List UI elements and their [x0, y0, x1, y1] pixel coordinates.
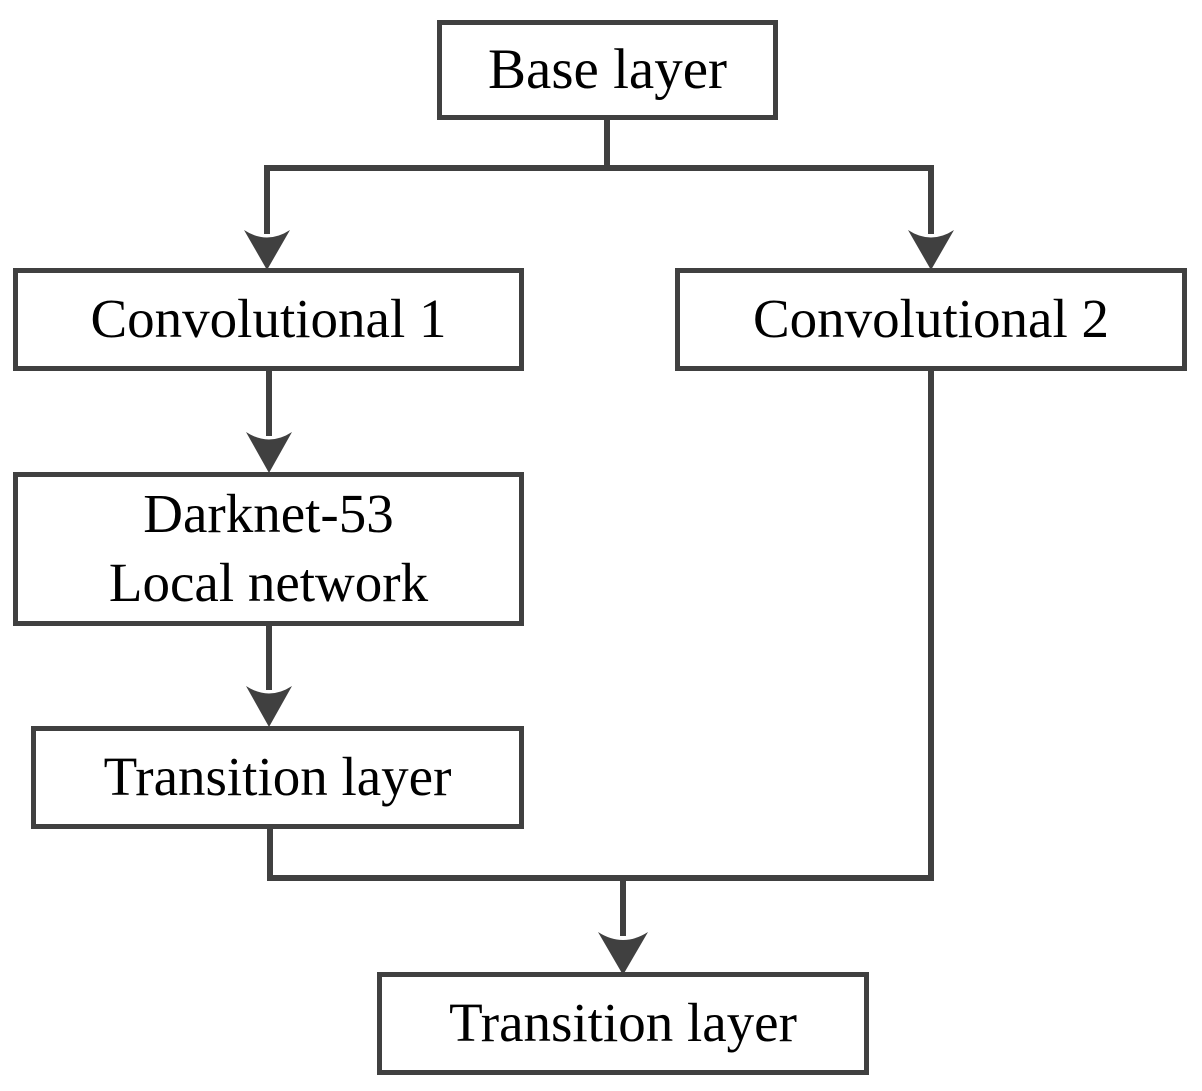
node-convolutional-2-label: Convolutional 2 — [753, 288, 1109, 350]
node-darknet-53-label-line-2: Local network — [108, 552, 429, 613]
edge-conv1-to-darknet — [246, 371, 292, 473]
node-convolutional-1[interactable]: Convolutional 1 — [13, 268, 524, 371]
node-convolutional-1-label: Convolutional 1 — [90, 288, 447, 350]
node-transition-layer-bottom-label: Transition layer — [449, 992, 797, 1054]
node-darknet-53[interactable]: Darknet-53 Local network — [13, 472, 524, 626]
node-base-layer-label: Base layer — [488, 38, 727, 102]
edge-darknet-to-transition — [246, 626, 292, 727]
node-transition-layer-bottom[interactable]: Transition layer — [377, 972, 869, 1075]
edge-merge-to-transition — [598, 878, 648, 975]
node-base-layer[interactable]: Base layer — [437, 20, 778, 120]
edge-base-to-split — [264, 119, 934, 171]
node-transition-layer-left-label: Transition layer — [103, 746, 452, 808]
edge-base-to-conv1 — [244, 168, 290, 270]
node-convolutional-2[interactable]: Convolutional 2 — [675, 268, 1187, 371]
node-transition-layer-left[interactable]: Transition layer — [31, 726, 524, 829]
node-darknet-53-label-line-1: Darknet-53 — [143, 483, 394, 545]
edge-base-to-conv2 — [908, 168, 954, 270]
